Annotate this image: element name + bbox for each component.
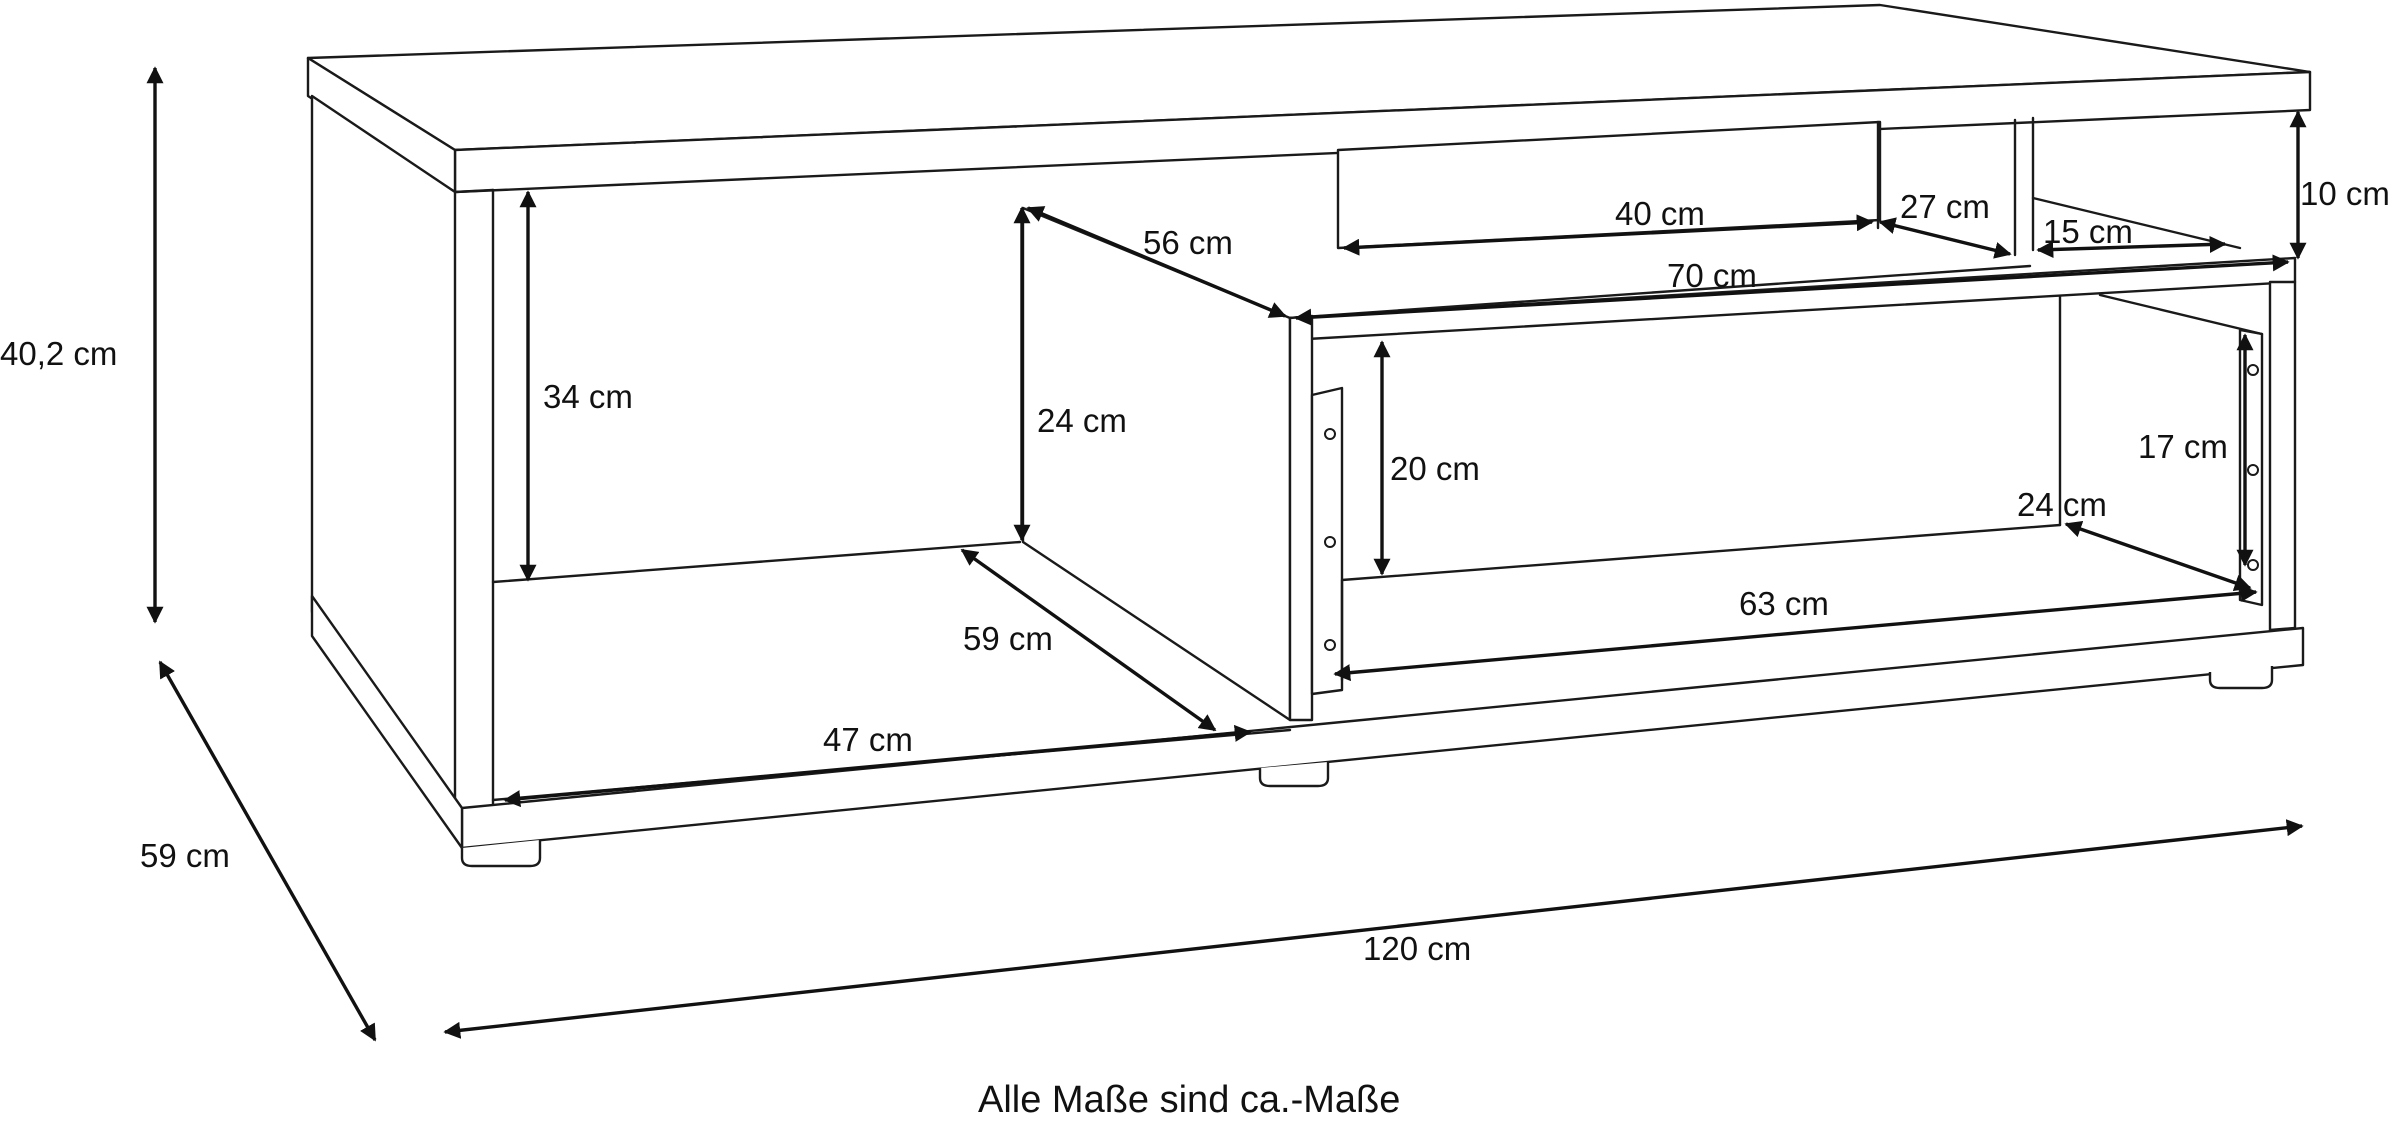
label-upper-opening-depth: 27 cm [1900,188,1990,225]
drawer-front-edge [1288,314,1314,722]
label-drawer-front-width: 56 cm [1143,224,1233,261]
dim-line-middle-shelf-width [1294,254,2290,326]
label-middle-shelf-width: 70 cm [1667,257,1757,294]
label-upper-opening-width: 40 cm [1615,195,1705,232]
drawer-front-panel [1021,206,1292,722]
label-bottom-shelf-width: 47 cm [823,721,913,758]
label-drawer-side-depth: 24 cm [2017,486,2107,523]
dim-line-drawer-depth [960,548,1217,732]
table-outline [306,3,2312,868]
label-total-height: 40,2 cm [0,335,117,372]
dim-line-bottom-shelf-width [503,724,1252,808]
dimension-lines [146,66,2307,1042]
label-right-upper-depth: 15 cm [2043,213,2133,250]
dim-line-drawer-front-width [1026,206,1287,318]
dim-line-depth [158,660,377,1042]
label-drawer-side-height: 17 cm [2138,428,2228,465]
base-board-front [460,626,2305,850]
label-width: 120 cm [1363,930,1471,967]
dim-line-width [443,819,2304,1039]
dim-line-upper-opening-width [1342,214,1874,256]
dim-line-drawer-width [1333,584,2258,682]
label-drawer-depth: 59 cm [963,620,1053,657]
label-right-compartment-height: 20 cm [1390,450,1480,487]
lower-right-back-edge [1340,523,2062,582]
left-bottom-shelf-back [491,540,1022,584]
label-top-thickness: 10 cm [2300,175,2390,212]
label-drawer-width: 63 cm [1739,585,1829,622]
label-left-compartment-height: 34 cm [543,378,633,415]
dim-line-drawer-side-depth [2064,520,2252,592]
foot-front-middle [1258,762,1330,788]
caption-note: Alle Maße sind ca.-Maße [978,1079,1400,1121]
label-depth: 59 cm [140,837,230,874]
dim-line-upper-opening-depth [1878,217,2012,259]
dimension-labels: 40,2 cm 59 cm 120 cm 10 cm 34 cm 24 cm 5… [0,175,2390,1121]
right-side-panel [2268,280,2297,632]
label-drawer-front-height: 24 cm [1037,402,1127,439]
dim-line-right-upper-depth [2036,235,2227,259]
